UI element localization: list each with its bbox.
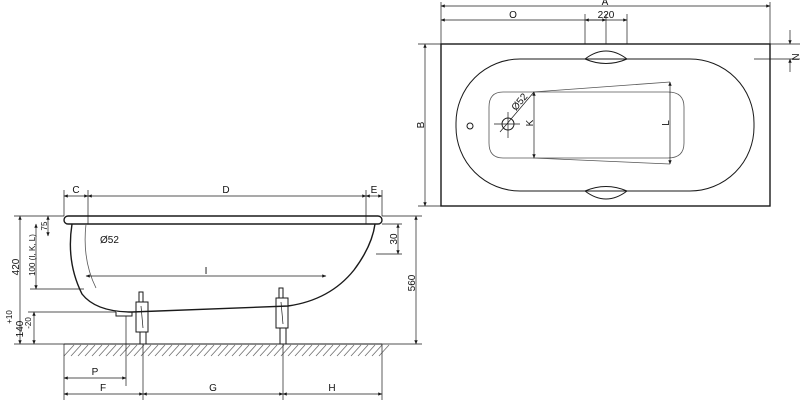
hatch-line	[252, 344, 264, 357]
foot-left	[135, 291, 150, 345]
slope-lines	[532, 81, 671, 165]
hatch-line	[161, 344, 173, 357]
hatch-line	[147, 344, 159, 357]
hatch-line	[231, 344, 243, 357]
label-F: F	[100, 383, 106, 394]
hatch-line	[273, 344, 285, 357]
label-D: D	[222, 185, 229, 196]
hatch-line	[336, 344, 348, 357]
label-E: E	[371, 185, 378, 196]
handle-bottom	[584, 186, 628, 200]
tub-outline-top	[440, 43, 771, 207]
side-view: C D E 75 420 100 (I, K, L) Ø52 I 30 560 …	[5, 185, 422, 400]
label-tol-minus: -20	[24, 317, 33, 329]
label-P: P	[92, 367, 99, 378]
hatch-line	[133, 344, 145, 357]
label-G: G	[209, 383, 217, 394]
label-I: I	[205, 266, 208, 277]
hatch-line	[168, 344, 180, 357]
hatch-line	[378, 344, 390, 357]
label-30: 30	[389, 233, 400, 245]
label-N: N	[789, 53, 800, 60]
hatch-line	[343, 344, 355, 357]
hatch-line	[357, 344, 369, 357]
hatch-line	[77, 344, 89, 357]
foot-right	[275, 287, 290, 345]
label-C: C	[72, 185, 79, 196]
label-220: 220	[598, 10, 615, 21]
hatch-line	[371, 344, 383, 357]
floor-hatch	[63, 344, 390, 357]
hatch-line	[245, 344, 257, 357]
label-140: 140	[15, 320, 26, 337]
hatch-line	[322, 344, 334, 357]
hatch-line	[91, 344, 103, 357]
label-diameter-top: Ø52	[510, 91, 531, 113]
hatch-line	[217, 344, 229, 357]
tub-rim-inner	[455, 58, 755, 192]
label-A: A	[602, 0, 609, 8]
hatch-line	[203, 344, 215, 357]
hatch-line	[266, 344, 278, 357]
hatch-line	[308, 344, 320, 357]
hatch-line	[98, 344, 110, 357]
label-B: B	[416, 121, 427, 128]
overflow-icon	[466, 122, 474, 130]
hatch-line	[182, 344, 194, 357]
hatch-line	[196, 344, 208, 357]
hatch-line	[294, 344, 306, 357]
hatch-line	[175, 344, 187, 357]
label-L: L	[661, 120, 672, 126]
hatch-line	[105, 344, 117, 357]
label-560: 560	[407, 274, 418, 291]
tub-body-inner	[84, 223, 97, 289]
label-diameter-side: Ø52	[100, 235, 119, 246]
hatch-line	[84, 344, 96, 357]
hatch-line	[287, 344, 299, 357]
label-tol-plus: +10	[5, 310, 14, 324]
hatch-line	[259, 344, 271, 357]
hatch-line	[350, 344, 362, 357]
label-75: 75	[40, 221, 49, 230]
label-H: H	[328, 383, 335, 394]
hatch-line	[315, 344, 327, 357]
hatch-line	[119, 344, 131, 357]
label-420: 420	[11, 258, 22, 275]
tub-body	[69, 223, 376, 313]
top-view: A O 220 N B Ø52 K L	[416, 0, 800, 207]
hatch-line	[364, 344, 376, 357]
hatch-line	[301, 344, 313, 357]
tub-floor-outline	[488, 91, 685, 159]
hatch-line	[63, 344, 75, 357]
drain	[115, 312, 133, 317]
hatch-line	[189, 344, 201, 357]
hatch-line	[126, 344, 138, 357]
hatch-line	[210, 344, 222, 357]
hatch-line	[238, 344, 250, 357]
handle-top	[584, 50, 628, 64]
hatch-line	[70, 344, 82, 357]
hatch-line	[224, 344, 236, 357]
label-K: K	[525, 119, 536, 126]
hatch-line	[329, 344, 341, 357]
hatch-line	[112, 344, 124, 357]
label-100: 100 (I, K, L)	[28, 234, 37, 276]
tub-rim	[63, 215, 383, 225]
label-O: O	[509, 10, 517, 21]
hatch-line	[154, 344, 166, 357]
